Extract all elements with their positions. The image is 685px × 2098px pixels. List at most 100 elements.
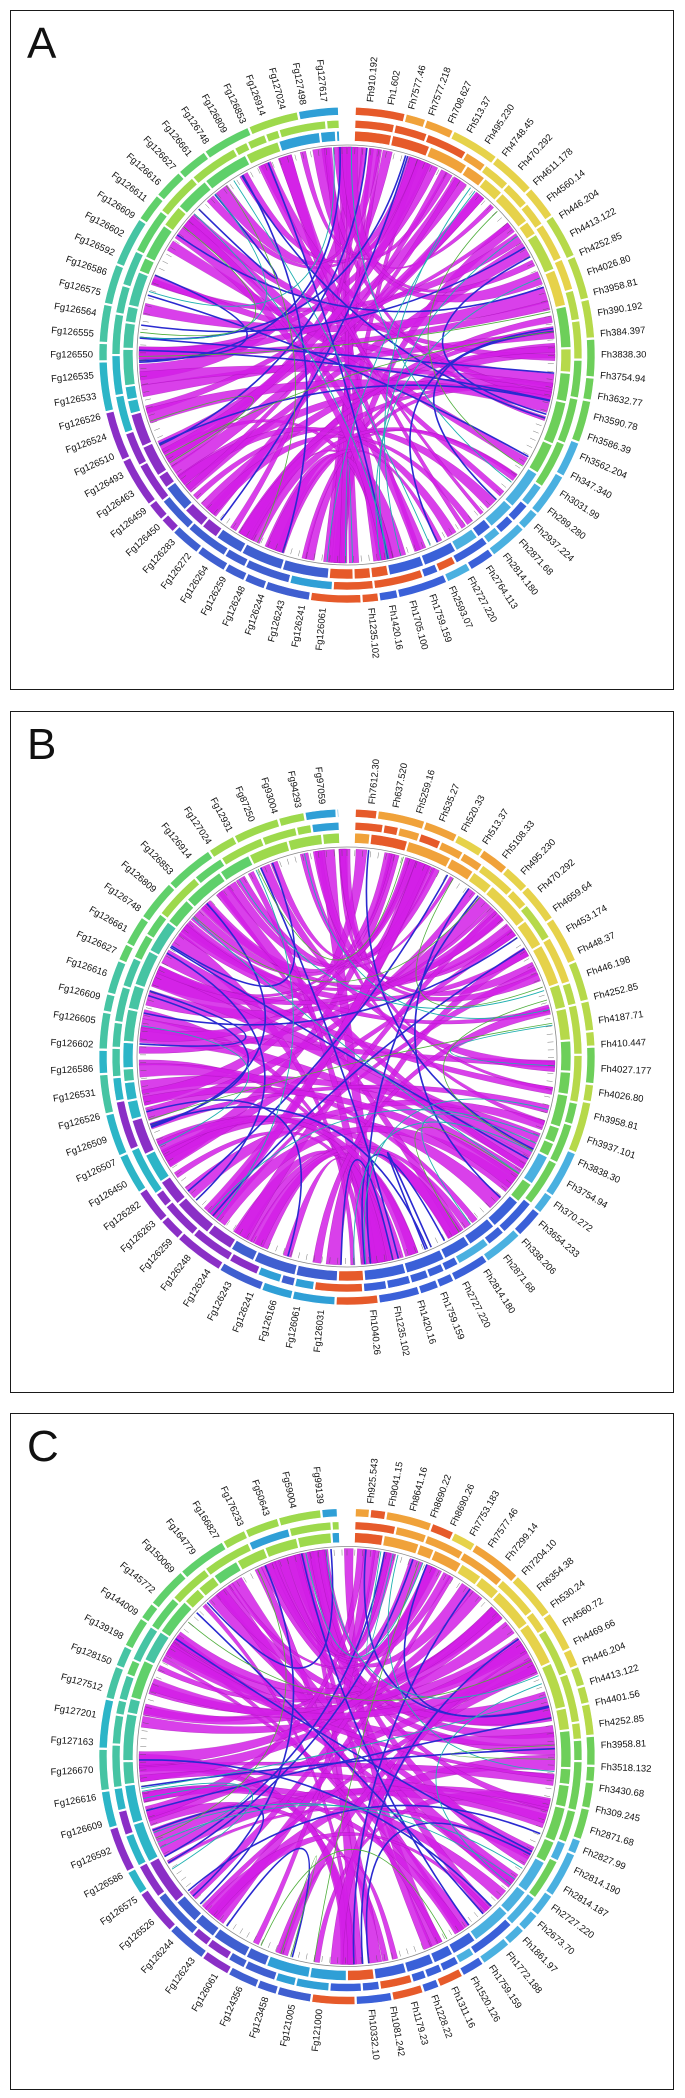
tick-mark (211, 900, 216, 906)
tick-mark (369, 149, 371, 156)
ring-segment (195, 1913, 220, 1937)
tick-mark (540, 1810, 547, 1813)
tick-mark (526, 1146, 533, 1150)
tick-mark (377, 852, 379, 859)
ring-segment (410, 1969, 427, 1983)
tick-mark (429, 166, 433, 172)
tick-mark (223, 1590, 228, 1596)
ring-segment (134, 934, 154, 961)
ring-segment (294, 1277, 315, 1290)
ring-segment (479, 849, 507, 874)
link-ribbon (156, 1116, 419, 1257)
tick-mark (279, 159, 282, 166)
tick-mark (207, 1205, 213, 1211)
tick-mark (497, 1618, 502, 1624)
ring-segment (354, 119, 395, 133)
left-gene-label: Fg97059 (312, 766, 327, 804)
ring-segment (246, 1947, 270, 1966)
tick-mark (545, 1787, 552, 1790)
left-gene-label: Fg126166 (257, 1299, 280, 1343)
tick-mark (144, 1800, 151, 1802)
left-gene-label: Fg123458 (247, 1996, 271, 2040)
link-line (209, 1109, 540, 1214)
tick-mark (167, 1157, 174, 1162)
tick-mark (414, 160, 418, 166)
tick-mark (294, 1556, 297, 1563)
link-ribbon (151, 233, 523, 312)
links (138, 1548, 556, 1965)
right-gene-label: Fh4252.85 (593, 981, 640, 1002)
tick-mark (429, 1567, 433, 1574)
link-line (150, 1106, 429, 1250)
tick-mark (186, 1882, 191, 1887)
tick-mark (480, 1602, 486, 1607)
ring-segment (435, 556, 456, 572)
tick-mark (146, 1807, 153, 1810)
tick-mark (164, 1850, 170, 1854)
left-gene-label: Fg164779 (163, 1517, 198, 1558)
left-gene-label: Fg126586 (50, 1064, 93, 1077)
tick-mark (205, 1605, 210, 1611)
link-line (365, 1822, 531, 1964)
link-line (378, 235, 519, 560)
ring-segment (394, 1526, 427, 1544)
right-gene-label: Fh384.397 (600, 325, 646, 340)
tick-mark (305, 551, 308, 558)
right-gene-label: Fh4026.80 (586, 253, 633, 278)
ring-segment (139, 195, 164, 224)
tick-mark (151, 1122, 158, 1126)
ring-segment (554, 259, 573, 292)
right-gene-label: Fh4027.177 (600, 1064, 651, 1077)
tick-mark (145, 305, 152, 308)
tick-mark (523, 1657, 530, 1662)
ring-segment (254, 1251, 298, 1276)
right-gene-label: Fh4401.56 (594, 1688, 641, 1708)
tick-mark (194, 1616, 199, 1622)
link-line (414, 887, 501, 1199)
ring-segment (213, 1928, 251, 1957)
ring-segment (122, 1713, 138, 1761)
tick-mark (496, 1191, 501, 1196)
ring-segment (152, 1572, 187, 1609)
left-gene-label: Fg126248 (221, 585, 249, 629)
ring-segment (127, 398, 141, 414)
tick-mark (496, 1890, 501, 1896)
ring-segment (385, 1511, 432, 1532)
ring-segment (105, 1666, 124, 1700)
tick-mark (529, 1839, 536, 1843)
left-gene-label: Fg126586 (82, 1871, 125, 1901)
tick-mark (515, 464, 521, 469)
ring-segment (483, 1229, 520, 1262)
tick-mark (229, 1585, 234, 1591)
ring-segment (418, 1279, 439, 1295)
ring-segment (289, 1521, 332, 1537)
link-ribbon (138, 1590, 483, 1767)
ring-segment (127, 1099, 142, 1120)
link-line (175, 1638, 533, 1853)
ring-segment (220, 855, 254, 881)
left-gene-label: Fg126061 (284, 1305, 303, 1349)
link-line (169, 946, 529, 1160)
tick-mark (449, 177, 454, 183)
link-line (325, 1549, 539, 1699)
tick-mark (141, 1777, 148, 1779)
tick-mark (159, 267, 165, 271)
tick-mark (317, 1551, 320, 1558)
ring-segment (521, 886, 553, 923)
right-gene-label: Fh1311.16 (448, 1985, 477, 2030)
tick-mark (461, 1921, 466, 1927)
ring-segment (439, 1956, 459, 1972)
ring-segment (560, 1040, 572, 1072)
ring-segment (557, 397, 579, 444)
right-gene-label: Fh4252.85 (598, 1713, 644, 1730)
ring-segment (430, 1944, 453, 1964)
right-gene-label: Fh370.272 (551, 1199, 594, 1234)
right-gene-label: Fh4469.66 (572, 1618, 618, 1648)
link-line (158, 384, 551, 445)
tick-mark (491, 913, 497, 919)
ring-segment (128, 985, 145, 1011)
link-line (187, 874, 449, 1192)
ring-segment (149, 1857, 185, 1902)
ring-segment (168, 900, 195, 928)
tick-mark (510, 1872, 516, 1877)
